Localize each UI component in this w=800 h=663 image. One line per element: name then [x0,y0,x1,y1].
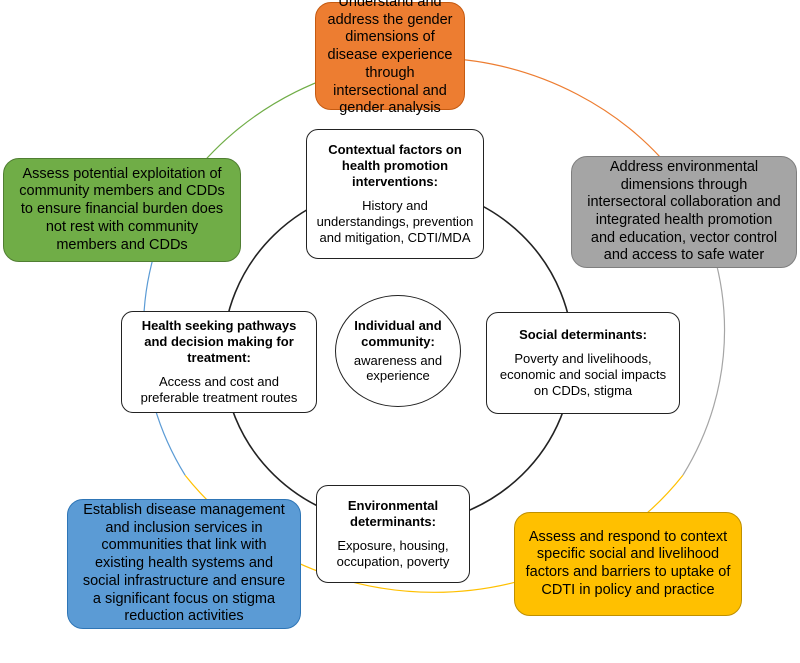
outer-box-gender-text: Understand and address the gender dimens… [327,0,453,117]
inner-box-contextual-title: Contextual factors on health promotion i… [328,142,462,190]
outer-box-environmental: Address environmental dimensions through… [571,156,797,268]
outer-box-disease-management-text: Establish disease management and inclusi… [82,502,286,625]
inner-box-health-seeking-title: Health seeking pathways and decision mak… [141,318,297,366]
center-body: awareness and experience [353,352,443,384]
outer-box-context-specific-text: Assess and respond to context specific s… [525,528,731,598]
inner-box-contextual-body: History and understandings, prevention a… [316,198,474,245]
outer-box-disease-management: Establish disease management and inclusi… [67,499,301,629]
inner-box-social-body: Poverty and livelihoods, economic and so… [499,351,667,398]
outer-box-context-specific: Assess and respond to context specific s… [514,512,742,616]
inner-box-environmental-body: Exposure, housing, occupation, poverty [336,538,450,569]
center-ellipse: Individual and community: awareness and … [335,295,461,407]
center-title: Individual and community: [354,317,442,349]
inner-box-environmental: Environmental determinants: Exposure, ho… [316,485,470,583]
outer-box-environmental-text: Address environmental dimensions through… [587,158,781,264]
inner-box-health-seeking: Health seeking pathways and decision mak… [121,311,317,413]
outer-box-exploitation-text: Assess potential exploitation of communi… [19,165,225,253]
inner-box-social: Social determinants: Poverty and livelih… [486,312,680,414]
inner-box-health-seeking-body: Access and cost and preferable treatment… [140,373,298,405]
inner-box-contextual: Contextual factors on health promotion i… [306,129,484,259]
outer-box-gender: Understand and address the gender dimens… [315,0,465,116]
inner-box-social-title: Social determinants: [519,327,647,343]
outer-box-exploitation: Assess potential exploitation of communi… [3,158,241,262]
inner-box-environmental-title: Environmental determinants: [347,498,439,530]
